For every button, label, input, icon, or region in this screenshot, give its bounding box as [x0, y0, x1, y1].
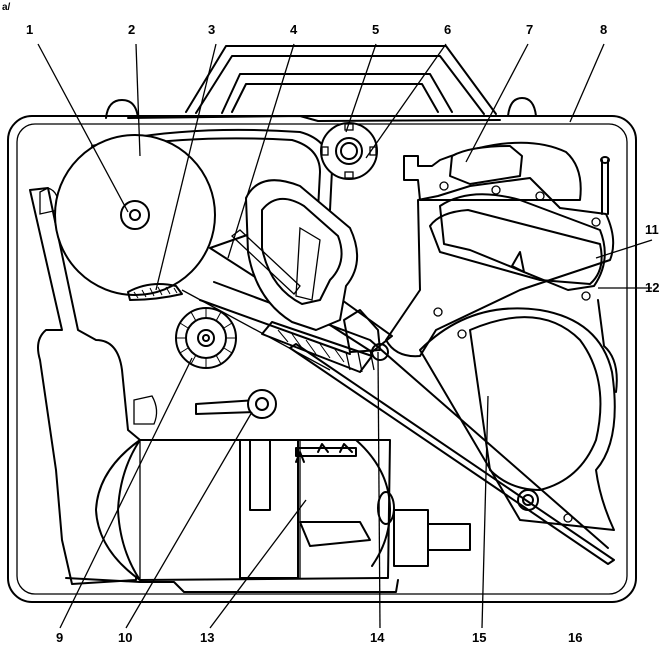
callout-7: 7: [526, 22, 533, 37]
large-disc: [419, 299, 618, 531]
callout-10: 10: [118, 630, 132, 645]
callout-2: 2: [128, 22, 135, 37]
lower-rail: [289, 343, 615, 565]
callout-14: 14: [370, 630, 385, 645]
callout-16: 16: [568, 630, 582, 645]
carry-handle: [185, 45, 497, 115]
callout-3: 3: [208, 22, 215, 37]
callout-6: 6: [444, 22, 451, 37]
callout-labels: 1 2 3 4 5 6 7 8 9 10 13 14 15 16 11 12: [26, 22, 659, 645]
large-pulley: [54, 134, 216, 301]
case-body: [7, 115, 637, 603]
callout-13: 13: [200, 630, 214, 645]
left-latch: [105, 99, 139, 119]
knob-lever: [195, 389, 277, 419]
small-spool: [320, 122, 378, 180]
callout-4: 4: [290, 22, 298, 37]
callout-5: 5: [372, 22, 379, 37]
callout-1: 1: [26, 22, 33, 37]
motor-unit: [65, 439, 471, 593]
callout-11: 11: [645, 222, 659, 237]
right-bracket: [385, 141, 615, 358]
corner-mark: a/: [2, 2, 11, 13]
right-latch: [507, 97, 537, 117]
callout-8: 8: [600, 22, 607, 37]
callout-15: 15: [472, 630, 486, 645]
small-gear: [175, 307, 237, 369]
oval-lever: [230, 179, 389, 373]
callout-12: 12: [645, 280, 659, 295]
leader-lines: [37, 43, 653, 629]
callout-9: 9: [56, 630, 63, 645]
